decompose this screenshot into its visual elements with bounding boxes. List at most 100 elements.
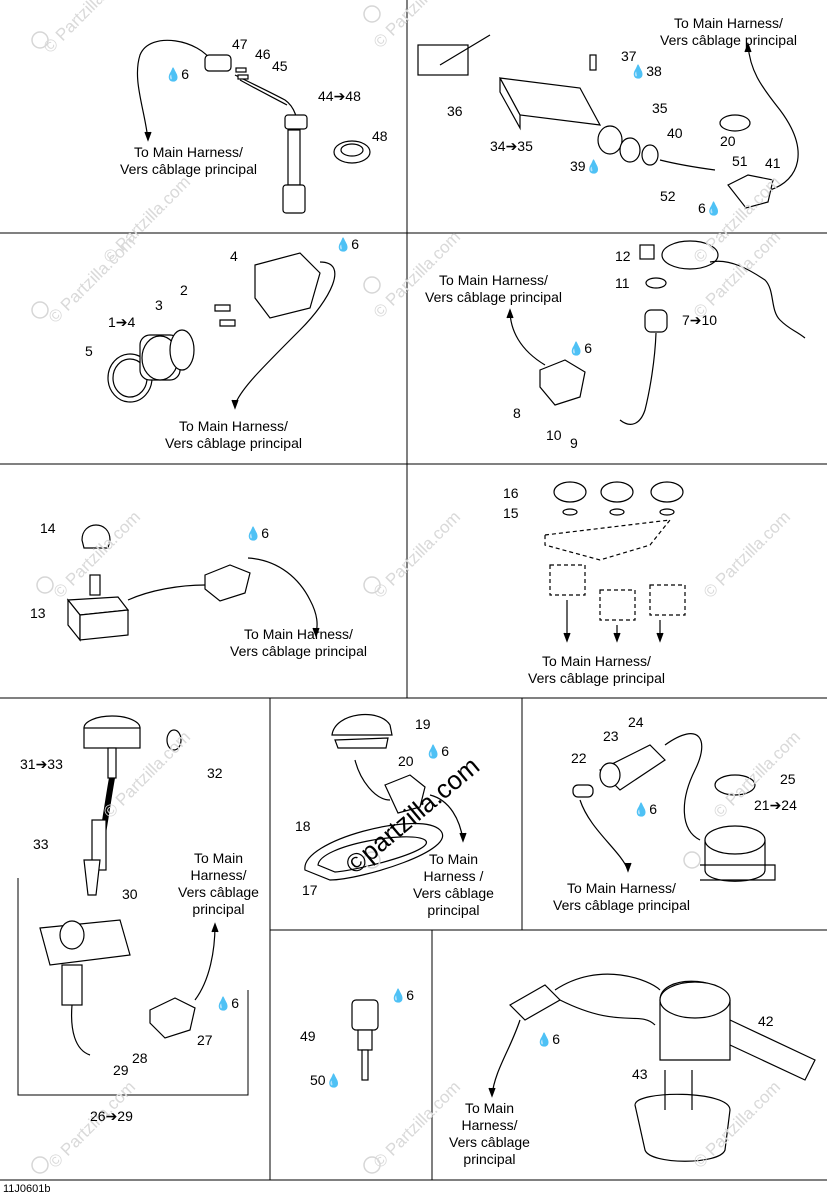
callout-with-drop: 💧6 bbox=[165, 66, 189, 83]
callout-value: 6 bbox=[351, 236, 359, 252]
callout: 11 bbox=[615, 275, 630, 291]
drop-icon: 💧 bbox=[325, 1073, 342, 1088]
harness-label-line: Vers câblage bbox=[413, 885, 494, 901]
harness-label-line: Harness/ bbox=[461, 1117, 518, 1133]
harness-label-line: principal bbox=[192, 901, 245, 917]
callout-value: 6 bbox=[441, 743, 449, 759]
callout: 32 bbox=[207, 765, 223, 781]
callout: 24 bbox=[628, 714, 644, 730]
harness-label-line: Vers câblage principal bbox=[660, 32, 797, 48]
panel-9-horn bbox=[572, 733, 776, 882]
panel-3-unit bbox=[107, 252, 336, 410]
drop-icon: 💧 bbox=[245, 526, 262, 541]
panel-10-sensor bbox=[351, 999, 379, 1081]
panel-4-lanyard bbox=[506, 240, 806, 425]
drop-icon: 💧 bbox=[536, 1032, 553, 1047]
drop-icon: 💧 bbox=[630, 64, 647, 79]
harness-label-line: To Main Harness/ bbox=[542, 653, 651, 669]
harness-label-p9: To Main Harness/ Vers câblage principal bbox=[553, 880, 690, 914]
callout: 9 bbox=[570, 435, 578, 451]
harness-label-line: Vers câblage principal bbox=[230, 643, 367, 659]
harness-label-line: Vers câblage bbox=[449, 1134, 530, 1150]
callout: 40 bbox=[667, 125, 683, 141]
callout-with-drop: 💧6 bbox=[568, 340, 592, 357]
callout: 20 bbox=[720, 133, 736, 149]
callout: 30 bbox=[122, 886, 138, 902]
harness-label-line: To Main Harness/ bbox=[244, 626, 353, 642]
callout: 23 bbox=[603, 728, 619, 744]
drop-icon: 💧 bbox=[215, 996, 232, 1011]
harness-label-line: Vers câblage bbox=[178, 884, 259, 900]
callout: 31➔33 bbox=[20, 756, 63, 772]
callout-value: 6 bbox=[231, 995, 239, 1011]
drop-icon: 💧 bbox=[705, 201, 722, 216]
callout: 37 bbox=[621, 48, 637, 64]
harness-label-line: To Main bbox=[428, 851, 478, 867]
harness-label-p4: To Main Harness/ Vers câblage principal bbox=[425, 272, 562, 306]
harness-label-line: Vers câblage principal bbox=[528, 670, 665, 686]
harness-label-line: To Main Harness/ bbox=[134, 144, 243, 160]
callout: 4 bbox=[230, 248, 238, 264]
callout: 42 bbox=[758, 1013, 774, 1029]
harness-label-line: To Main Harness/ bbox=[674, 15, 783, 31]
watermark-marks bbox=[31, 5, 701, 1174]
harness-label-p2: To Main Harness/ Vers câblage principal bbox=[660, 15, 797, 49]
harness-label-line: Vers câblage principal bbox=[553, 897, 690, 913]
harness-label-p3: To Main Harness/ Vers câblage principal bbox=[165, 418, 302, 452]
harness-label-line: Vers câblage principal bbox=[120, 161, 257, 177]
harness-label-line: Harness / bbox=[423, 868, 484, 884]
callout-value: 6 bbox=[698, 200, 706, 216]
figure-code: 11J0601b bbox=[3, 1183, 51, 1195]
drop-icon: 💧 bbox=[390, 988, 407, 1003]
callout: 8 bbox=[513, 405, 521, 421]
drop-icon: 💧 bbox=[633, 802, 650, 817]
callout-value: 38 bbox=[646, 63, 662, 79]
callout: 34➔35 bbox=[490, 138, 533, 154]
panel-5-button bbox=[66, 524, 320, 642]
callout: 27 bbox=[197, 1032, 213, 1048]
callout-with-drop: 💧38 bbox=[630, 63, 662, 80]
callout: 12 bbox=[615, 248, 631, 264]
callout: 49 bbox=[300, 1028, 316, 1044]
callout: 17 bbox=[302, 882, 318, 898]
harness-label-line: To Main Harness/ bbox=[439, 272, 548, 288]
callout-value: 39 bbox=[570, 158, 586, 174]
panel-1-sender bbox=[136, 39, 371, 214]
callout: 19 bbox=[415, 716, 431, 732]
callout: 29 bbox=[113, 1062, 129, 1078]
callout-with-drop: 💧6 bbox=[215, 995, 239, 1012]
callout-with-drop: 💧6 bbox=[633, 801, 657, 818]
harness-label-p7: To Main Harness/ Vers câblage principal bbox=[178, 850, 259, 918]
harness-label-p10: To Main Harness/ Vers câblage principal bbox=[449, 1100, 530, 1168]
callout: 20 bbox=[398, 753, 414, 769]
callout: 25 bbox=[780, 771, 796, 787]
callout-value: 6 bbox=[649, 801, 657, 817]
harness-label-p8: To Main Harness / Vers câblage principal bbox=[413, 851, 494, 919]
callout-with-drop: 6💧 bbox=[698, 200, 722, 217]
callout: 22 bbox=[571, 750, 587, 766]
callout: 43 bbox=[632, 1066, 648, 1082]
callout: 18 bbox=[295, 818, 311, 834]
callout-value: 6 bbox=[261, 525, 269, 541]
callout: 36 bbox=[447, 103, 463, 119]
callout: 14 bbox=[40, 520, 56, 536]
callout: 28 bbox=[132, 1050, 148, 1066]
harness-label-line: principal bbox=[427, 902, 480, 918]
callout: 3 bbox=[155, 297, 163, 313]
callout-value: 6 bbox=[181, 66, 189, 82]
harness-label-line: To Main bbox=[193, 850, 243, 866]
callout-with-drop: 💧6 bbox=[536, 1031, 560, 1048]
callout: 51 bbox=[732, 153, 748, 169]
callout: 47 bbox=[232, 36, 248, 52]
callout-value: 50 bbox=[310, 1072, 326, 1088]
drop-icon: 💧 bbox=[425, 744, 442, 759]
harness-label-p6: To Main Harness/ Vers câblage principal bbox=[528, 653, 665, 687]
drop-icon: 💧 bbox=[335, 237, 352, 252]
callout: 48 bbox=[372, 128, 388, 144]
callout-with-drop: 50💧 bbox=[310, 1072, 342, 1089]
callout: 13 bbox=[30, 605, 46, 621]
callout: 45 bbox=[272, 58, 288, 74]
callout: 26➔29 bbox=[90, 1108, 133, 1124]
callout: 10 bbox=[546, 427, 562, 443]
